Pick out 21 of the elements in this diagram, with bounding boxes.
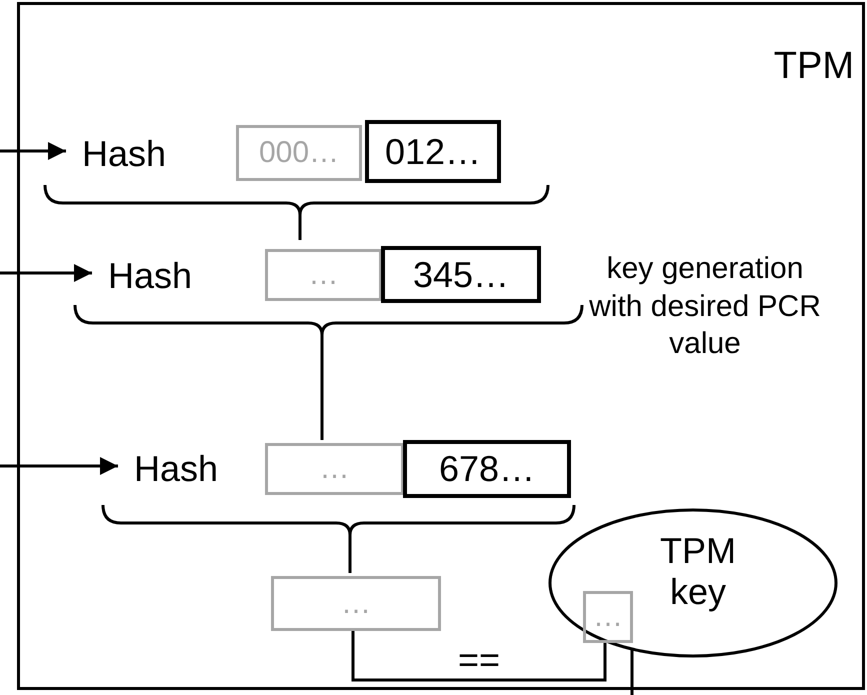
register-box: … xyxy=(583,591,633,643)
hash-label: Hash xyxy=(121,446,231,492)
key-label: TPM key xyxy=(659,530,737,613)
frame-title: TPM xyxy=(774,45,854,88)
connector-line xyxy=(352,628,606,682)
key-ellipse xyxy=(548,508,838,658)
register-box: … xyxy=(271,576,441,631)
register-box: … xyxy=(265,443,404,495)
tpm-frame xyxy=(17,2,865,690)
connector-line xyxy=(630,648,634,695)
arrow xyxy=(0,264,92,282)
arrow xyxy=(0,142,66,160)
arrow xyxy=(0,457,118,475)
hash-label: Hash xyxy=(95,253,205,299)
register-box: … xyxy=(265,249,382,301)
note-text: key generation with desired PCR value xyxy=(588,251,822,362)
value-box: 345… xyxy=(381,246,541,303)
hash-label: Hash xyxy=(69,131,179,177)
value-box: 678… xyxy=(403,440,571,498)
value-box: 012… xyxy=(365,120,501,183)
register-box: 000… xyxy=(236,125,362,181)
